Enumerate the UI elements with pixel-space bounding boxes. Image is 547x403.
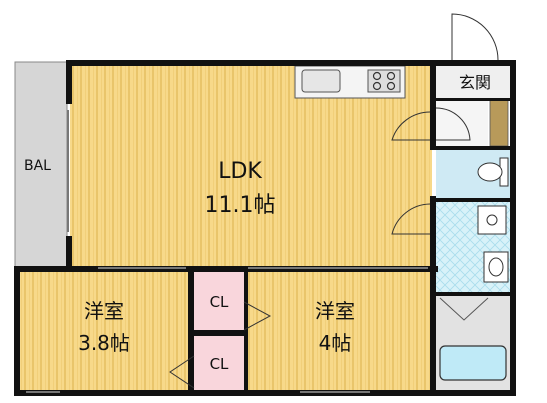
bathroom — [436, 296, 510, 390]
bathtub-icon — [439, 345, 507, 381]
closet-1: CL — [194, 272, 244, 330]
ldk-name: LDK — [218, 159, 262, 184]
toilet-door — [435, 107, 471, 141]
western-room-1-size: 3.8帖 — [78, 331, 130, 355]
washing-machine-icon — [477, 205, 507, 235]
ldk-size: 11.1帖 — [205, 193, 276, 218]
western-room-2: 洋室 4帖 — [248, 272, 432, 392]
toilet-room — [436, 150, 510, 198]
closet-door-2 — [169, 355, 195, 389]
entrance-door — [451, 13, 499, 61]
closet-door — [243, 301, 272, 331]
basin-icon — [483, 251, 509, 283]
closet-1-label: CL — [210, 293, 229, 311]
western-room-2-name: 洋室 — [315, 299, 355, 323]
wash-door — [391, 203, 431, 235]
ldk-door — [391, 111, 431, 141]
western-room-2-size: 4帖 — [319, 331, 352, 355]
stove-icon — [367, 69, 401, 93]
entrance: 玄関 — [436, 64, 514, 147]
ldk-room: LDK 11.1帖 — [70, 64, 432, 268]
windows — [26, 110, 428, 393]
toilet-icon — [477, 157, 509, 187]
kitchen-counter — [294, 65, 406, 99]
sink-icon — [301, 69, 341, 93]
walls — [14, 60, 516, 396]
shoebox — [489, 99, 509, 147]
balcony: BAL — [14, 61, 68, 269]
washroom — [436, 202, 510, 292]
doors — [169, 13, 499, 389]
western-room-1-name: 洋室 — [84, 299, 124, 323]
entrance-label: 玄関 — [459, 73, 491, 92]
balcony-label: BAL — [24, 158, 51, 174]
closet-2: CL — [194, 336, 244, 392]
western-room-1: 洋室 3.8帖 — [20, 272, 188, 392]
closet-2-label: CL — [210, 355, 229, 373]
